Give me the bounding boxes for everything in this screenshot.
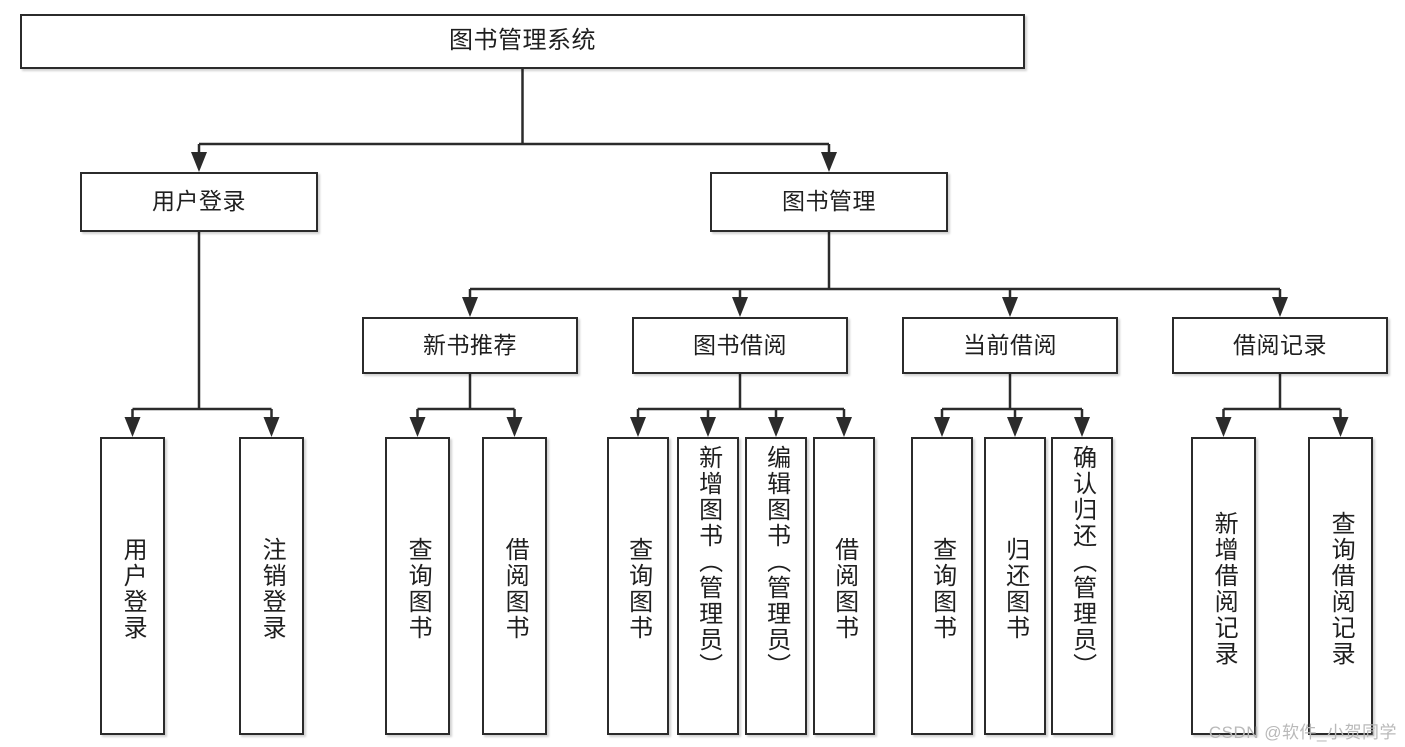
node-label: 新书推荐 (423, 331, 517, 358)
node-user-login[interactable]: 用户登录 (80, 172, 318, 232)
node-leaf-query-record[interactable]: 查询借阅记录 (1308, 437, 1373, 735)
node-label: 用户登录 (152, 188, 246, 215)
node-leaf-user-login[interactable]: 用户登录 (100, 437, 165, 735)
node-label: 借阅图书 (830, 537, 858, 641)
node-leaf-add-book[interactable]: 新增图书（管理员） (677, 437, 739, 735)
node-label: 查询图书 (624, 537, 652, 641)
node-leaf-return-book[interactable]: 归还图书 (984, 437, 1046, 735)
node-book-manage[interactable]: 图书管理 (710, 172, 948, 232)
node-label: 新增图书（管理员） (694, 445, 722, 679)
node-leaf-query-book-1[interactable]: 查询图书 (385, 437, 450, 735)
node-borrow-record[interactable]: 借阅记录 (1172, 317, 1388, 374)
node-current-borrow[interactable]: 当前借阅 (902, 317, 1118, 374)
node-leaf-borrow-book-2[interactable]: 借阅图书 (813, 437, 875, 735)
node-book-borrow[interactable]: 图书借阅 (632, 317, 848, 374)
node-leaf-query-book-3[interactable]: 查询图书 (911, 437, 973, 735)
node-label: 查询借阅记录 (1327, 511, 1355, 667)
node-leaf-query-book-2[interactable]: 查询图书 (607, 437, 669, 735)
node-label: 借阅记录 (1233, 331, 1327, 358)
node-label: 借阅图书 (501, 537, 529, 641)
node-label: 编辑图书（管理员） (762, 445, 790, 679)
node-label: 查询图书 (404, 537, 432, 641)
node-label: 注销登录 (258, 537, 286, 641)
node-label: 图书管理系统 (449, 27, 596, 55)
node-root[interactable]: 图书管理系统 (20, 14, 1025, 69)
node-leaf-edit-book[interactable]: 编辑图书（管理员） (745, 437, 807, 735)
node-label: 归还图书 (1001, 537, 1029, 641)
node-label: 查询图书 (928, 537, 956, 641)
node-label: 图书管理 (782, 188, 876, 215)
watermark-text: CSDN @软件_小贺同学 (1208, 723, 1397, 742)
node-label: 确认归还（管理员） (1068, 445, 1096, 679)
node-leaf-confirm-return[interactable]: 确认归还（管理员） (1051, 437, 1113, 735)
node-leaf-add-record[interactable]: 新增借阅记录 (1191, 437, 1256, 735)
node-leaf-user-logout[interactable]: 注销登录 (239, 437, 304, 735)
node-label: 当前借阅 (963, 331, 1057, 358)
node-new-book-recommend[interactable]: 新书推荐 (362, 317, 578, 374)
node-label: 图书借阅 (693, 331, 787, 358)
node-leaf-borrow-book-1[interactable]: 借阅图书 (482, 437, 547, 735)
node-label: 新增借阅记录 (1210, 511, 1238, 667)
node-label: 用户登录 (119, 537, 147, 641)
